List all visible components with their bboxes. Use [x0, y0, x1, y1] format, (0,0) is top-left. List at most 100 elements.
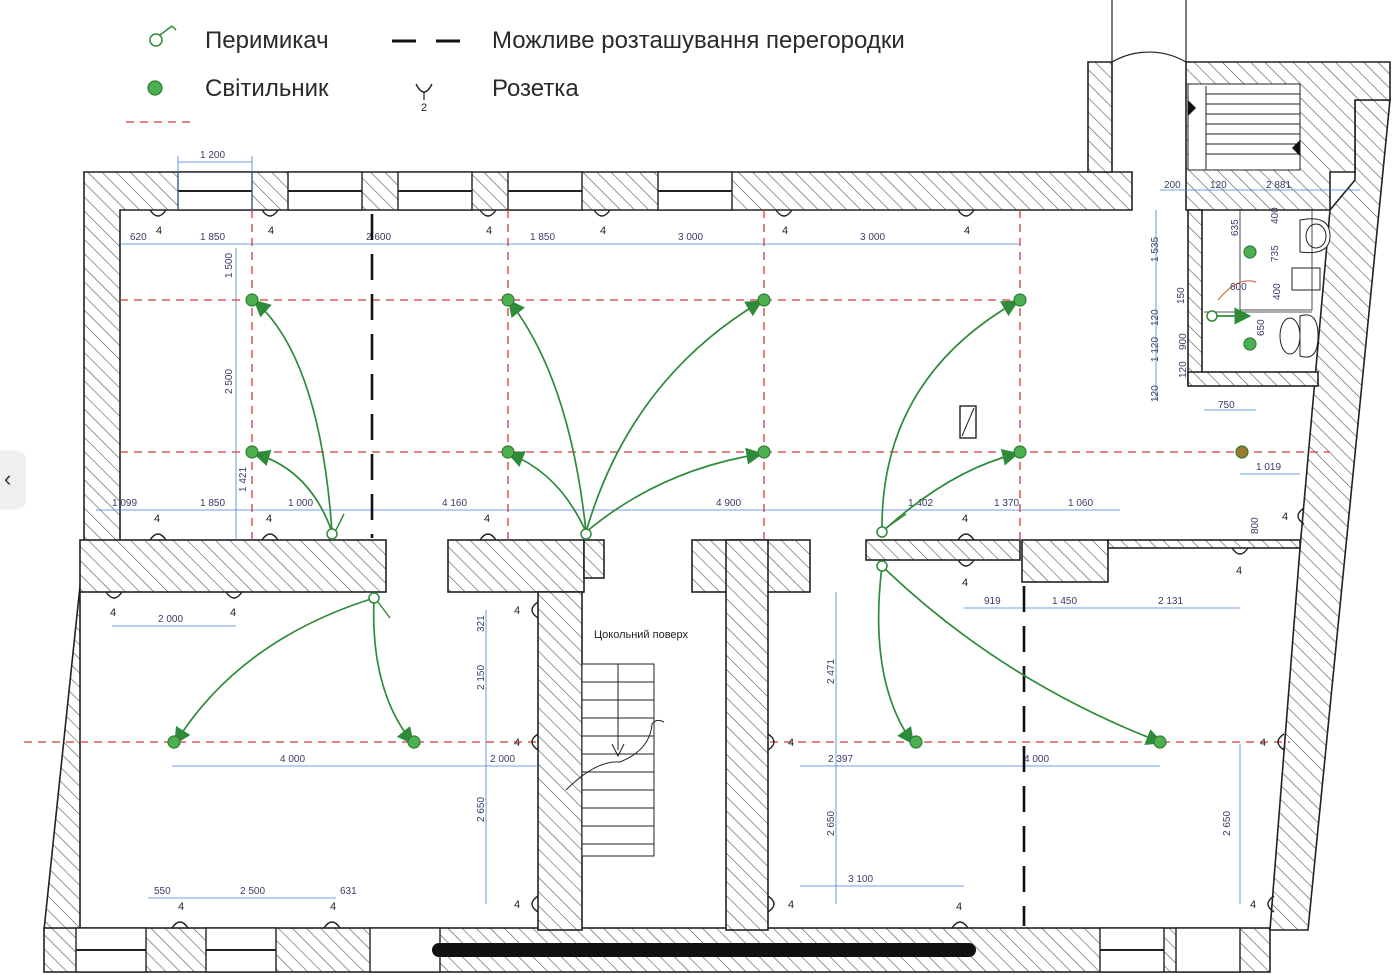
socket-icon: 4 — [514, 895, 539, 913]
bottom-windows — [75, 927, 1241, 973]
top-windows — [177, 171, 733, 211]
svg-text:735: 735 — [1270, 245, 1281, 262]
socket-icon: 4 — [1231, 547, 1249, 577]
svg-text:4: 4 — [788, 899, 794, 911]
svg-text:4: 4 — [956, 901, 962, 913]
socket-icon: 4 — [225, 591, 243, 619]
socket-icon: 4 — [261, 209, 279, 237]
svg-text:1 850: 1 850 — [200, 498, 225, 509]
lamp — [1243, 245, 1257, 259]
svg-text:4: 4 — [1282, 511, 1288, 523]
svg-text:4: 4 — [964, 225, 970, 237]
svg-text:400: 400 — [1272, 283, 1283, 300]
svg-text:2 650: 2 650 — [826, 811, 837, 836]
svg-text:4: 4 — [156, 225, 162, 237]
switch-icon — [1206, 310, 1218, 322]
svg-text:1 099: 1 099 — [112, 498, 137, 509]
socket-icon: 2 — [415, 83, 433, 114]
socket-icon: 4 — [261, 513, 279, 541]
socket-icon: 4 — [514, 733, 539, 751]
inner-wall-left — [537, 591, 583, 931]
svg-text:3 000: 3 000 — [678, 232, 703, 243]
svg-text:120: 120 — [1178, 361, 1189, 378]
svg-text:1 421: 1 421 — [238, 467, 249, 492]
switches — [326, 310, 1218, 619]
lamp — [757, 293, 771, 307]
svg-text:2 150: 2 150 — [476, 665, 487, 690]
svg-text:2 650: 2 650 — [1222, 811, 1233, 836]
home-indicator-bar[interactable] — [432, 943, 976, 957]
svg-text:3 100: 3 100 — [848, 874, 873, 885]
svg-text:631: 631 — [340, 886, 357, 897]
svg-text:120: 120 — [1150, 385, 1161, 402]
svg-text:1 535: 1 535 — [1150, 237, 1161, 262]
lamps — [167, 245, 1257, 749]
svg-text:1 850: 1 850 — [530, 232, 555, 243]
svg-text:919: 919 — [984, 596, 1001, 607]
svg-text:4: 4 — [514, 899, 520, 911]
svg-text:4 900: 4 900 — [716, 498, 741, 509]
svg-text:4 000: 4 000 — [280, 754, 305, 765]
lamp — [909, 735, 923, 749]
svg-text:1 370: 1 370 — [994, 498, 1019, 509]
mid-wall-6 — [1021, 539, 1109, 583]
socket-icon: 4 — [767, 733, 794, 751]
svg-text:150: 150 — [1176, 287, 1187, 304]
socket-icon: 4 — [775, 209, 793, 237]
svg-text:321: 321 — [476, 615, 487, 632]
lamp — [167, 735, 181, 749]
socket-icon: 4 — [323, 901, 341, 929]
svg-text:620: 620 — [130, 232, 147, 243]
svg-text:4: 4 — [514, 605, 520, 617]
svg-text:200: 200 — [1164, 180, 1181, 191]
legend-switch-label: Перимикач — [205, 27, 329, 54]
socket-icon: 4 — [951, 901, 969, 929]
svg-text:2 397: 2 397 — [828, 754, 853, 765]
svg-text:4 000: 4 000 — [1024, 754, 1049, 765]
switch-icon — [326, 513, 345, 540]
lamp — [1013, 293, 1027, 307]
lamp — [1013, 445, 1027, 459]
outer-wall-left — [43, 547, 122, 931]
upper-stairs — [1187, 83, 1301, 171]
svg-text:4 160: 4 160 — [442, 498, 467, 509]
svg-text:4: 4 — [514, 737, 520, 749]
svg-text:2 500: 2 500 — [240, 886, 265, 897]
lamp — [501, 445, 515, 459]
svg-text:1 850: 1 850 — [200, 232, 225, 243]
svg-text:1 120: 1 120 — [1150, 337, 1161, 362]
side-panel-tab[interactable]: ‹ — [0, 452, 24, 508]
socket-icon: 4 — [171, 901, 189, 929]
lamp — [1243, 337, 1257, 351]
switch-icon — [149, 25, 177, 47]
svg-text:4: 4 — [484, 513, 490, 525]
lamp — [407, 735, 421, 749]
mid-wall-3 — [583, 539, 605, 579]
svg-text:4: 4 — [962, 577, 968, 589]
lighting-grid — [24, 210, 1330, 743]
svg-text:1 500: 1 500 — [224, 253, 235, 278]
svg-text:2 131: 2 131 — [1158, 596, 1183, 607]
lamp — [1153, 735, 1167, 749]
bathroom — [1204, 209, 1331, 358]
mid-wall-2 — [447, 539, 585, 593]
lamp — [245, 293, 259, 307]
stair-wall-left — [1087, 61, 1113, 173]
svg-text:4: 4 — [154, 513, 160, 525]
mid-wall-1 — [79, 539, 387, 593]
svg-text:2 471: 2 471 — [826, 659, 837, 684]
wiring — [174, 299, 1252, 746]
svg-text:4: 4 — [962, 513, 968, 525]
svg-text:4: 4 — [600, 225, 606, 237]
svg-text:2 881: 2 881 — [1266, 180, 1291, 191]
svg-text:2 500: 2 500 — [224, 369, 235, 394]
chevron-left-icon: ‹ — [4, 466, 12, 491]
legend: Перимикач Можливе розташування перегород… — [126, 25, 905, 123]
svg-text:120: 120 — [1210, 180, 1227, 191]
svg-text:4: 4 — [788, 737, 794, 749]
svg-text:4: 4 — [268, 225, 274, 237]
svg-text:2 000: 2 000 — [158, 614, 183, 625]
svg-text:4: 4 — [110, 607, 116, 619]
socket-icon: 4 — [479, 513, 497, 541]
svg-text:1 060: 1 060 — [1068, 498, 1093, 509]
